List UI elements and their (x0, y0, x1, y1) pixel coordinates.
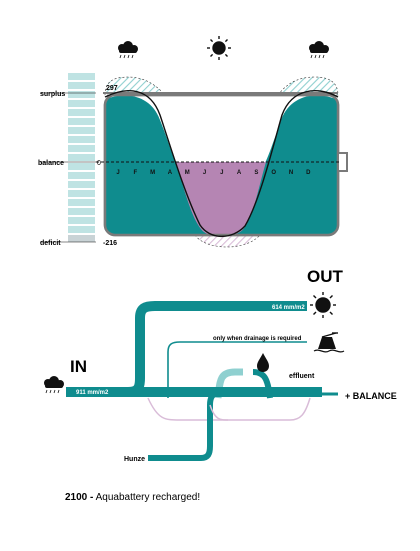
scale-cell (68, 145, 95, 152)
balance-output-label: + BALANCE (345, 391, 397, 401)
effluent-label: effluent (289, 373, 315, 380)
hunze-purple-loop (209, 404, 229, 421)
month-label: F (133, 170, 137, 176)
drainage-branch (167, 341, 307, 398)
month-label: A (168, 170, 173, 176)
surplus-hatch (104, 76, 166, 96)
scale-cell (68, 172, 95, 179)
max-value-label: 297 (106, 85, 118, 92)
rain-cloud-icon (44, 376, 64, 394)
caption: 2100 - Aquabattery recharged! (65, 492, 200, 503)
in-label: IN (70, 357, 87, 376)
hunze-flow (148, 389, 220, 461)
month-label: D (306, 170, 311, 176)
month-label: O (271, 170, 276, 176)
month-label: M (150, 170, 155, 176)
scale-cell (68, 199, 95, 206)
sun-icon (207, 36, 231, 60)
scale-cell (68, 226, 95, 233)
scale-cell (68, 163, 95, 170)
rain-cloud-icon (118, 41, 138, 59)
zero-value-label: 0 (97, 160, 101, 167)
scale-cell (68, 181, 95, 188)
scale-cell (68, 91, 95, 98)
scale-cell (68, 109, 95, 116)
rain-cloud-icon (309, 41, 329, 59)
scale-cell (68, 100, 95, 107)
caption-text: Aquabattery recharged! (93, 492, 200, 503)
drainage-note: only when drainage is required (213, 336, 302, 342)
month-label: J (116, 170, 119, 176)
bypass-loop (147, 397, 311, 421)
caption-year: 2100 - (65, 492, 93, 503)
storage-curve (104, 90, 339, 238)
scale-cell (68, 136, 95, 143)
pump-station-icon (313, 332, 345, 353)
surplus-label: surplus (40, 91, 65, 98)
scale-cell (68, 154, 95, 161)
evaporation-flow (127, 301, 307, 397)
scale-cell (68, 217, 95, 224)
month-label: M (185, 170, 190, 176)
scale-cell (68, 208, 95, 215)
scale-cell (68, 73, 95, 80)
deficit-hatch (194, 234, 261, 248)
month-label: J (220, 170, 223, 176)
scale-cell (68, 127, 95, 134)
out-label: OUT (307, 267, 344, 286)
min-value-label: -216 (103, 240, 117, 247)
hunze-label: Hunze (124, 456, 145, 463)
evaporation-value: 614 mm/m2 (272, 305, 305, 311)
scale-cell (68, 235, 95, 242)
month-label: A (237, 170, 242, 176)
sun-icon (310, 292, 336, 318)
scale-cell (68, 82, 95, 89)
balance-label: balance (38, 160, 64, 167)
scale-cell (68, 118, 95, 125)
surplus-hatch (277, 76, 339, 96)
scale-cell (68, 190, 95, 197)
month-label: S (254, 170, 258, 176)
precipitation-value: 911 mm/m2 (76, 390, 109, 396)
water-drop-icon (257, 353, 269, 372)
scale-bar (68, 73, 95, 242)
deficit-label: deficit (40, 240, 61, 247)
month-label: J (203, 170, 206, 176)
month-label: N (289, 170, 293, 176)
